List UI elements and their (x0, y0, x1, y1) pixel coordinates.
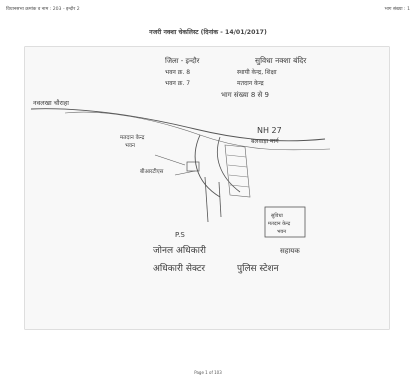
road-label-2: NH 27 (257, 126, 282, 135)
curve-road-right (216, 136, 241, 193)
label-polling-centre-b: भवन (125, 143, 136, 149)
box-label-3: भवन (277, 229, 286, 235)
box-label-2: मतदान केन्द्र (268, 220, 291, 227)
building-box (264, 206, 306, 238)
sketch-line-4: भाग संख्या 8 से 9 (221, 90, 269, 99)
hatch-lines (226, 154, 250, 188)
ps-line-4: सहायक (280, 247, 300, 255)
page-footer: Page 1 of 103 (194, 370, 222, 375)
document-title: नजरी नक्शा चेकलिस्ट (दिनांक - 14/01/2017… (149, 29, 267, 36)
ps-heading: P.S (175, 231, 185, 239)
road-line-upper (30, 108, 326, 142)
road-vertical-right (218, 181, 222, 218)
curve-road-left (194, 134, 221, 198)
ps-line-3: पुलिस स्टेशन (237, 262, 280, 274)
hatched-block (224, 144, 251, 198)
ps-line-1: जोनल अधिकारी (153, 244, 207, 256)
sketch-line-3b: मतदान केन्द्र (237, 79, 264, 87)
label-polling-centre: मतदान केन्द्र (120, 134, 144, 141)
label-brts: बीआरटीएस (140, 168, 164, 175)
sketch-line-3: भवन क्र. 7 (165, 80, 190, 87)
small-building (186, 161, 200, 172)
box-label-1: सुविधा (271, 212, 284, 219)
sketch-drawing: जिला - इन्दौर सुविधा नक्शा बंदिर भवन क्र… (30, 56, 331, 274)
sketch-line-1b: सुविधा नक्शा बंदिर (255, 56, 307, 66)
hand-drawn-sketch-map: जिला - इन्दौर सुविधा नक्शा बंदिर भवन क्र… (25, 47, 389, 329)
road-line-lower (64, 111, 331, 151)
road-label-1: नवलखा चौराहा (33, 99, 69, 107)
road-label-2b: बलवाड़ा मार्ग (251, 137, 280, 145)
arrow-line-2 (174, 170, 196, 176)
sketch-line-2: भवन क्र. 8 (165, 69, 190, 76)
sketch-line-2b: स्थायी केन्द्र, शिक्षा (237, 68, 277, 76)
sketch-line-1: जिला - इन्दौर (165, 56, 200, 65)
ps-line-2: अधिकारी सेक्टर (153, 262, 205, 274)
header-constituency: विधानसभा क्रमांक व नाम : 203 - इन्दौर 2 (6, 7, 80, 12)
arrow-line-1 (154, 154, 186, 166)
header-part-number: भाग संख्या : 1 (384, 7, 410, 12)
road-vertical-left (204, 176, 209, 223)
